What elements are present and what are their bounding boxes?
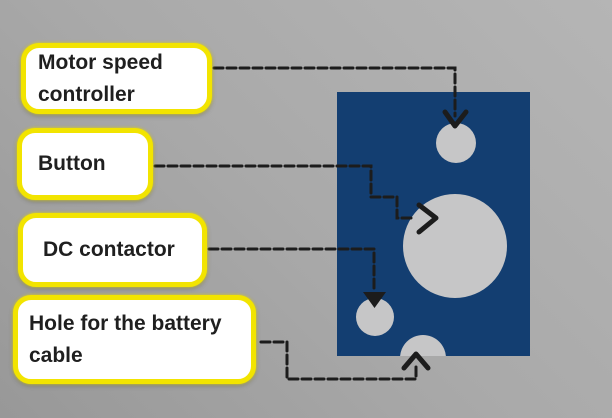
label-motor-speed-controller-text: Motor speed controller — [38, 51, 163, 106]
label-button-text: Button — [38, 152, 106, 176]
label-motor-speed-controller: Motor speed controller — [21, 43, 212, 114]
battery-hole-arrow-line — [259, 340, 418, 381]
motor-arrow-head-icon — [442, 109, 469, 129]
hole-dc-contactor — [356, 298, 394, 336]
hole-button-large — [403, 194, 507, 298]
label-dc-contactor: DC contactor — [18, 213, 207, 287]
label-dc-contactor-text: DC contactor — [43, 238, 175, 262]
hole-battery-cable-notch — [400, 335, 446, 356]
battery-hole-arrow-head-icon — [401, 351, 431, 371]
hole-motor-controller — [436, 123, 476, 163]
label-battery-cable-hole-text: Hole for the battery cable — [29, 312, 222, 367]
button-arrow-head-icon — [416, 202, 439, 235]
motor-arrow-line — [212, 66, 457, 118]
dc-contactor-arrow-head-icon — [363, 292, 386, 308]
dc-contactor-arrow-line — [207, 247, 376, 293]
button-arrow-line — [153, 164, 415, 220]
label-battery-cable-hole: Hole for the battery cable — [13, 295, 256, 384]
label-button: Button — [17, 128, 153, 200]
